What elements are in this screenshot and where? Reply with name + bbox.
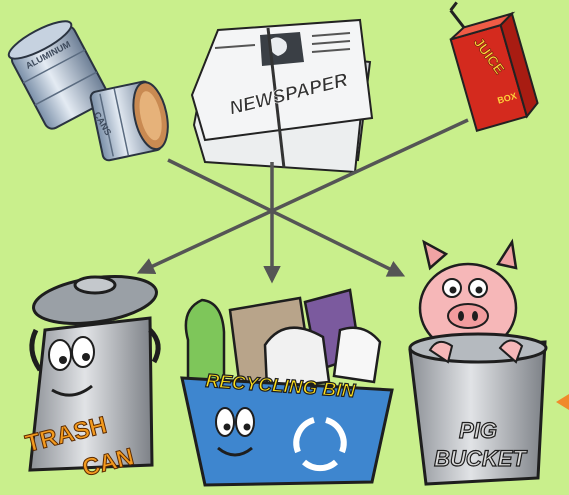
bucket-label: BUCKET (434, 446, 527, 471)
aluminum-cans-item: ALUMINUM CANS (4, 15, 173, 162)
pig-label: PIG (459, 418, 497, 443)
trash-can-bin: TRASH CAN (23, 270, 160, 483)
pig-bucket-bin: PIG BUCKET (410, 242, 546, 484)
arrow-cans-to-pig-bucket (168, 160, 402, 275)
recycling-bin: RECYCLING BIN (182, 290, 392, 485)
newspaper-item: NEWSPAPER (192, 20, 372, 172)
juice-box-item: JUICE BOX (441, 0, 540, 131)
orange-arrow-tip-icon (556, 394, 569, 410)
